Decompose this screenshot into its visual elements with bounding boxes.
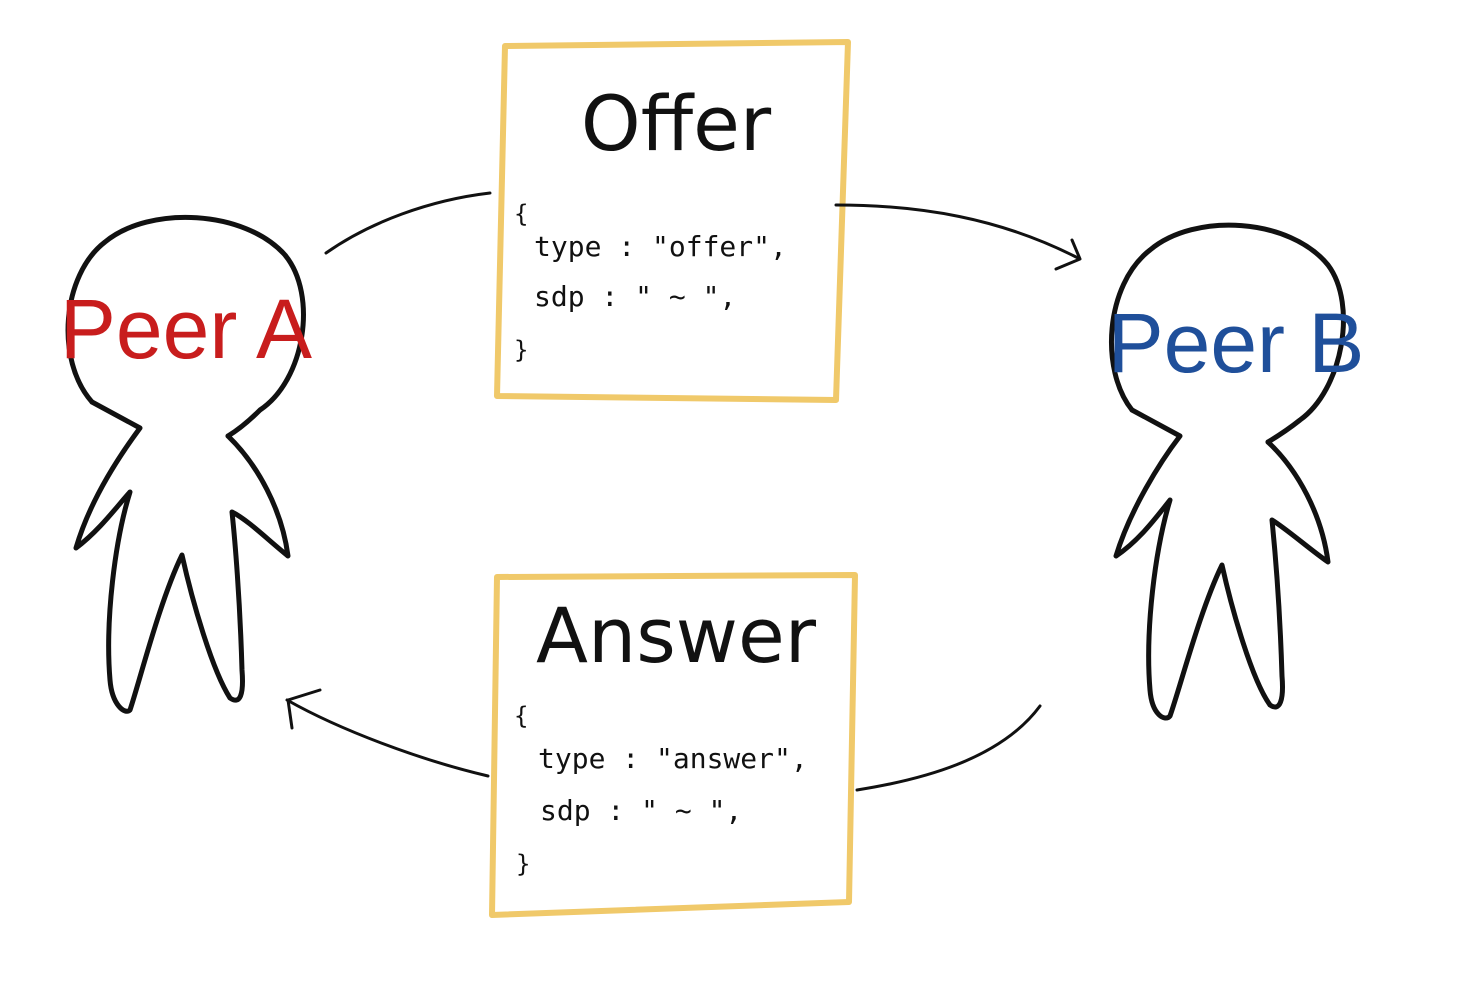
answer-code-close: }: [516, 850, 530, 878]
offer-flow-line-out: [834, 203, 1080, 260]
peer-a-body: [73, 399, 291, 714]
peer-a-head: [65, 214, 306, 439]
answer-flow-arrow: [285, 688, 1042, 792]
answer-code-open: {: [514, 702, 528, 730]
peer-b-figure: [1108, 222, 1346, 721]
offer-code-close: }: [514, 336, 528, 364]
offer-code-sdp: sdp : " ~ ",: [534, 280, 736, 313]
answer-title: Answer: [536, 591, 817, 680]
peer-a-label: Peer A: [60, 282, 312, 376]
peer-b-head: [1108, 222, 1346, 445]
answer-box: [489, 572, 858, 918]
peer-b-label: Peer B: [1108, 296, 1365, 390]
answer-flow-line-out: [285, 698, 490, 778]
peer-a-figure: [65, 214, 306, 714]
offer-code-open: {: [514, 200, 528, 228]
offer-title: Offer: [581, 79, 772, 168]
answer-flow-line-in: [855, 704, 1042, 792]
offer-flow-line-in: [324, 191, 492, 255]
offer-code-type: type : "offer",: [534, 230, 787, 263]
offer-flow-arrowhead: [1054, 238, 1082, 271]
peer-b-body: [1113, 407, 1331, 721]
answer-code-type: type : "answer",: [538, 742, 808, 775]
answer-flow-arrowhead: [286, 688, 322, 730]
offer-box: [494, 39, 851, 403]
answer-code-sdp: sdp : " ~ ",: [540, 794, 742, 827]
offer-flow-arrow: [324, 191, 1082, 271]
